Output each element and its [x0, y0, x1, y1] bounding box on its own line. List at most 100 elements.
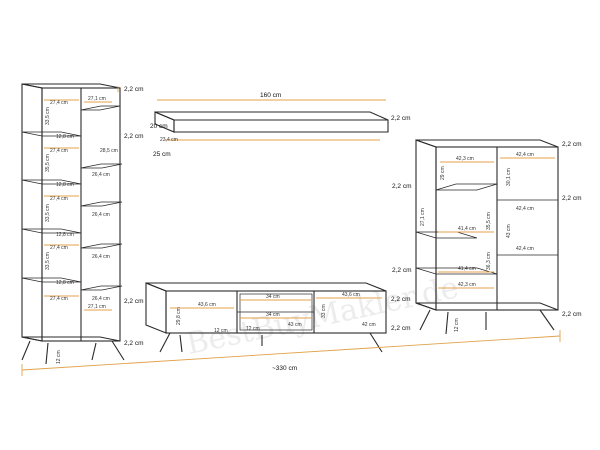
tall-inner-width-label: 27,4 cm [50, 100, 68, 106]
right-h4-label: 35,5 cm [486, 212, 492, 230]
tall-comp-height-label: 33,5 cm [45, 107, 51, 125]
tall-inner-width2-label: 27,1 cm [88, 304, 106, 310]
tall-leg [21, 340, 31, 361]
tv-mid-width2-label: 34 cm [266, 312, 280, 318]
tall-inner-width2-label: 27,1 cm [88, 96, 106, 102]
right-leg-height-label: 12 cm [454, 318, 460, 332]
tall-inner-width-label: 27,4 cm [50, 296, 68, 302]
wall-shelf-top [154, 111, 389, 121]
right-shelf [415, 231, 478, 239]
tall-inner-width-label: 27,4 cm [50, 196, 68, 202]
tall-comp-height-label: 33,5 cm [45, 204, 51, 222]
tv-inner-depth-label: 42 cm [362, 322, 376, 328]
shelf-width-label: 160 cm [260, 92, 281, 99]
right-right-width-label: 42,4 cm [516, 206, 534, 212]
right-right-width-label: 42,4 cm [516, 246, 534, 252]
right-leg [445, 311, 449, 335]
shelf-thickness-label: 2,2 cm [391, 115, 411, 122]
tall-cabinet: 27,4 cm 27,4 cm 27,4 cm 27,4 cm 27,4 cm … [21, 83, 144, 365]
tall-shelf-thickness-label: 2,2 cm [124, 298, 144, 305]
wall-shelf-front [173, 119, 389, 133]
tall-cabinet-left-side [21, 83, 43, 342]
right-mid-width-label: 41,4 cm [458, 226, 476, 232]
tv-bottom-thickness-label: 2,2 cm [391, 325, 411, 332]
right-h2-label: 30,1 cm [506, 168, 512, 186]
tall-leg [91, 342, 97, 361]
tall-shelf-depth-label: 26,4 cm [92, 212, 110, 218]
tall-small-width-label: 12,8 cm [56, 232, 74, 238]
tall-shelf-right [80, 105, 121, 111]
tv-small-height-label: 12 cm [214, 328, 228, 334]
tall-shelf-right [80, 163, 123, 169]
tall-top-thickness-label: 2,2 cm [124, 86, 144, 93]
tall-shelf-depth-label: 26,4 cm [92, 254, 110, 260]
tall-comp-height-label: 33,5 cm [45, 252, 51, 270]
tall-leg [45, 342, 49, 365]
right-leg [539, 309, 555, 331]
tall-shelf-depth-label: 26,4 cm [92, 172, 110, 178]
overall-width-line [21, 335, 561, 371]
shelf-height-label: 20 cm [150, 123, 168, 130]
right-shelf-thickness-label: 2,2 cm [562, 195, 582, 202]
tall-bottom-thickness-label: 2,2 cm [124, 340, 144, 347]
overall-width-label: ~330 cm [272, 365, 297, 372]
right-cabinet-top [415, 139, 559, 148]
shelf-inner-depth-label: 23,4 cm [160, 137, 178, 143]
wall-shelf-side [154, 111, 175, 133]
tv-left-height-label: 29,8 cm [176, 307, 182, 325]
right-h5-label: 43 cm [506, 224, 512, 238]
tall-shelf-right [80, 201, 123, 207]
tall-shelf-left [21, 228, 82, 234]
right-left-thickness-label: 2,2 cm [392, 267, 412, 274]
tall-shelf-depth-label: 26,4 cm [92, 296, 110, 302]
right-mid-width2-label: 41,4 cm [458, 266, 476, 272]
right-leg [419, 309, 431, 331]
tall-comp-height-label: 35,5 cm [45, 154, 51, 172]
right-top-thickness-label: 2,2 cm [562, 141, 582, 148]
right-bottom-width-label: 42,3 cm [458, 282, 476, 288]
tv-right-height-label: 33 cm [321, 304, 327, 318]
right-shelf [435, 183, 498, 191]
tall-shelf-right [80, 285, 123, 291]
tall-small-width-label: 12,8 cm [56, 134, 74, 140]
right-h1-label: 29 cm [440, 166, 446, 180]
tall-small-width-label: 12,8 cm [56, 182, 74, 188]
right-h3-label: 27,1 cm [420, 208, 426, 226]
tv-top-thickness-label: 2,2 cm [391, 296, 411, 303]
tv-right-width-label: 43,6 cm [342, 292, 360, 298]
tv-small-height2-label: 12 cm [246, 326, 260, 332]
tv-leg [179, 334, 183, 353]
right-top-width2-label: 42,4 cm [516, 152, 534, 158]
tall-shelf-depth2-label: 28,5 cm [100, 148, 118, 154]
tv-mid-width-label: 34 cm [266, 294, 280, 300]
tall-leg [111, 340, 125, 361]
right-top-width-label: 42,3 cm [456, 156, 474, 162]
tall-cabinet-bottom [21, 336, 121, 342]
tall-small-width-label: 12,8 cm [56, 280, 74, 286]
tall-inner-width-label: 27,4 cm [50, 148, 68, 154]
tall-inner-width-label: 27,4 cm [50, 245, 68, 251]
right-h6-label: 36,3 cm [486, 252, 492, 270]
tv-leg [159, 332, 171, 353]
right-shelf [415, 267, 498, 275]
tv-stand-top [145, 282, 387, 292]
shelf-depth-label: 25 cm [153, 151, 171, 158]
tv-left-width-label: 43,6 cm [198, 302, 216, 308]
tall-leg-height-label: 12 cm [56, 350, 62, 364]
tv-leg [369, 332, 383, 353]
tv-stand-side [145, 282, 167, 334]
tv-glass-door [239, 293, 313, 331]
tall-shelf-right [80, 243, 123, 249]
wall-shelf: 160 cm 20 cm 23,4 cm 25 cm 2,2 cm [150, 92, 411, 158]
tall-shelf-thickness-label: 2,2 cm [124, 133, 144, 140]
right-cabinet-bottom [415, 302, 559, 311]
tall-shelf-left [21, 179, 82, 185]
tv-stand: 43,6 cm 34 cm 34 cm 43 cm 43,6 cm 29,8 c… [145, 282, 411, 353]
tall-shelf-left [21, 277, 82, 283]
tall-shelf-left [21, 131, 82, 137]
right-cabinet: 42,3 cm 42,4 cm 42,4 cm 42,4 cm 41,4 cm … [392, 139, 582, 335]
right-bottom-thickness-label: 2,2 cm [562, 311, 582, 318]
right-left-thickness-label: 2,2 cm [392, 183, 412, 190]
